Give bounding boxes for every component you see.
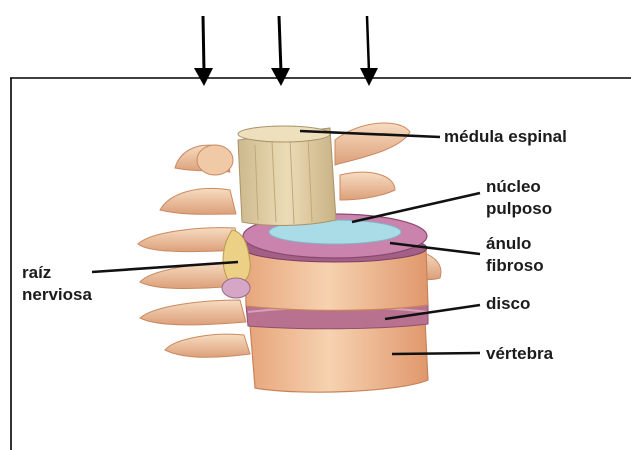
label-anulo-fibroso-line1: ánulo	[486, 233, 531, 254]
label-anulo-fibroso-line2: fibroso	[486, 255, 544, 276]
spinal-cord	[238, 126, 336, 226]
vertebral-body-lower	[250, 320, 428, 392]
label-nucleo-pulposo-line2: pulposo	[486, 198, 552, 219]
down-arrow-icon	[271, 16, 290, 86]
leader-vertebra	[392, 353, 480, 354]
label-vertebra: vértebra	[486, 343, 553, 364]
label-nucleo-pulposo-line1: núcleo	[486, 176, 541, 197]
down-arrow-icon	[194, 16, 213, 86]
down-arrow-icon	[360, 16, 378, 86]
label-raiz-nerviosa-line2: nerviosa	[22, 284, 92, 305]
pressure-arrows	[194, 16, 378, 86]
label-medula-espinal: médula espinal	[444, 126, 567, 147]
label-disco: disco	[486, 293, 530, 314]
label-raiz-nerviosa-line1: raíz	[22, 262, 51, 283]
